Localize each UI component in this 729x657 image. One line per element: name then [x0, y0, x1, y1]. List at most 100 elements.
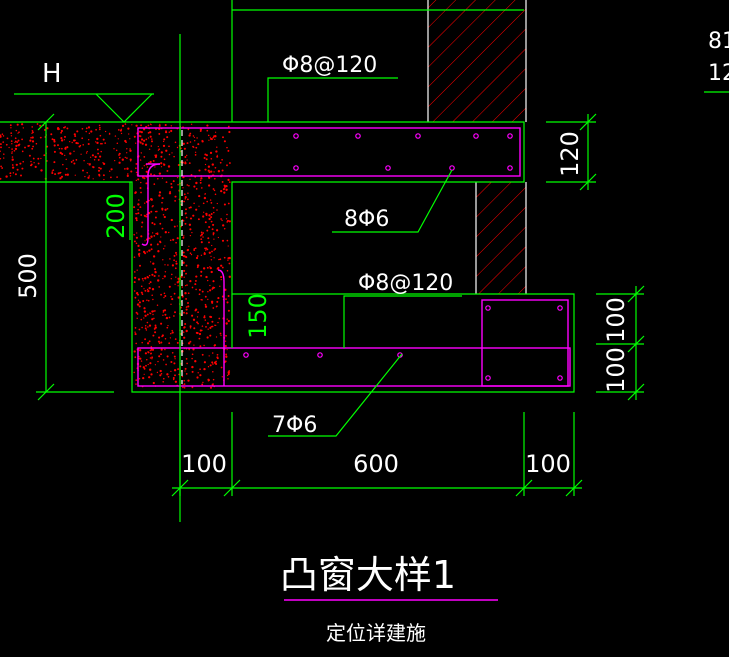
concrete-speck [160, 166, 163, 168]
concrete-speck [217, 266, 220, 270]
concrete-speck [226, 349, 228, 351]
concrete-speck [156, 371, 159, 374]
concrete-speck [2, 135, 5, 137]
concrete-speck [185, 264, 188, 267]
concrete-speck [223, 203, 226, 206]
concrete-speck [216, 357, 219, 360]
concrete-speck [196, 137, 198, 139]
concrete-speck [14, 137, 17, 140]
concrete-speck [144, 143, 148, 146]
concrete-speck [191, 231, 193, 234]
concrete-speck [155, 154, 158, 157]
concrete-speck [174, 380, 178, 383]
concrete-speck [162, 314, 164, 317]
concrete-speck [135, 171, 138, 174]
concrete-speck [149, 261, 152, 263]
concrete-speck [60, 137, 63, 140]
concrete-speck [164, 337, 167, 340]
concrete-speck [195, 181, 198, 185]
concrete-speck [226, 374, 229, 377]
concrete-speck [53, 138, 56, 141]
concrete-speck [143, 307, 146, 310]
concrete-speck [14, 173, 17, 176]
concrete-speck [184, 367, 187, 370]
concrete-speck [151, 273, 154, 276]
concrete-speck [158, 194, 161, 197]
concrete-speck [210, 202, 213, 204]
concrete-speck [61, 147, 63, 150]
concrete-speck [136, 269, 138, 271]
concrete-speck [91, 154, 94, 157]
dim-left-height: 500 [14, 253, 42, 299]
concrete-speck [176, 341, 179, 344]
concrete-speck [147, 326, 149, 328]
concrete-speck [215, 229, 219, 232]
concrete-speck [208, 217, 211, 221]
concrete-speck [174, 338, 177, 340]
concrete-speck [210, 325, 213, 328]
concrete-speck [218, 317, 221, 320]
concrete-speck [10, 135, 13, 137]
concrete-speck [99, 128, 101, 131]
concrete-speck [149, 312, 151, 314]
concrete-speck [158, 148, 161, 151]
concrete-speck [46, 127, 49, 130]
concrete-speck [139, 365, 142, 368]
concrete-speck [213, 361, 217, 364]
concrete-speck [151, 318, 154, 321]
concrete-speck [116, 176, 118, 178]
concrete-speck [82, 144, 84, 146]
concrete-speck [97, 158, 100, 161]
concrete-speck [194, 279, 197, 282]
concrete-speck [131, 124, 133, 126]
concrete-speck [190, 253, 193, 256]
concrete-speck [170, 370, 172, 373]
concrete-speck [199, 345, 202, 348]
concrete-speck [150, 198, 153, 201]
concrete-speck [176, 176, 179, 179]
concrete-speck [154, 270, 156, 273]
concrete-speck [95, 141, 97, 143]
rebar-dot [243, 352, 249, 358]
concrete-speck [209, 334, 212, 337]
concrete-speck [138, 199, 140, 201]
concrete-speck [31, 147, 34, 150]
concrete-speck [126, 148, 128, 150]
concrete-speck [224, 344, 227, 348]
concrete-speck [220, 276, 223, 279]
concrete-speck [100, 142, 102, 145]
concrete-speck [182, 331, 185, 333]
concrete-speck [182, 384, 184, 386]
concrete-speck [228, 262, 231, 265]
concrete-speck [187, 198, 189, 201]
concrete-speck [205, 212, 208, 216]
concrete-speck [152, 159, 155, 162]
rebar-dot [317, 352, 323, 358]
concrete-speck [11, 151, 13, 153]
concrete-speck [134, 327, 137, 329]
concrete-speck [164, 313, 167, 316]
concrete-speck [211, 244, 213, 247]
concrete-speck [203, 316, 206, 319]
concrete-speck [140, 138, 144, 141]
concrete-speck [214, 135, 217, 138]
concrete-speck [64, 154, 66, 157]
concrete-speck [200, 254, 203, 256]
concrete-speck [51, 170, 53, 172]
concrete-speck [170, 295, 172, 298]
concrete-speck [99, 167, 102, 170]
concrete-speck [153, 274, 156, 278]
concrete-speck [157, 360, 159, 363]
concrete-speck [189, 340, 192, 343]
concrete-speck [134, 333, 137, 336]
concrete-speck [223, 140, 226, 143]
concrete-speck [157, 250, 160, 253]
concrete-speck [209, 266, 212, 270]
concrete-speck [189, 252, 192, 255]
concrete-speck [9, 124, 12, 127]
concrete-speck [126, 157, 128, 159]
concrete-speck [207, 290, 209, 293]
concrete-speck [137, 293, 139, 296]
concrete-speck [87, 176, 90, 179]
concrete-speck [176, 237, 179, 240]
